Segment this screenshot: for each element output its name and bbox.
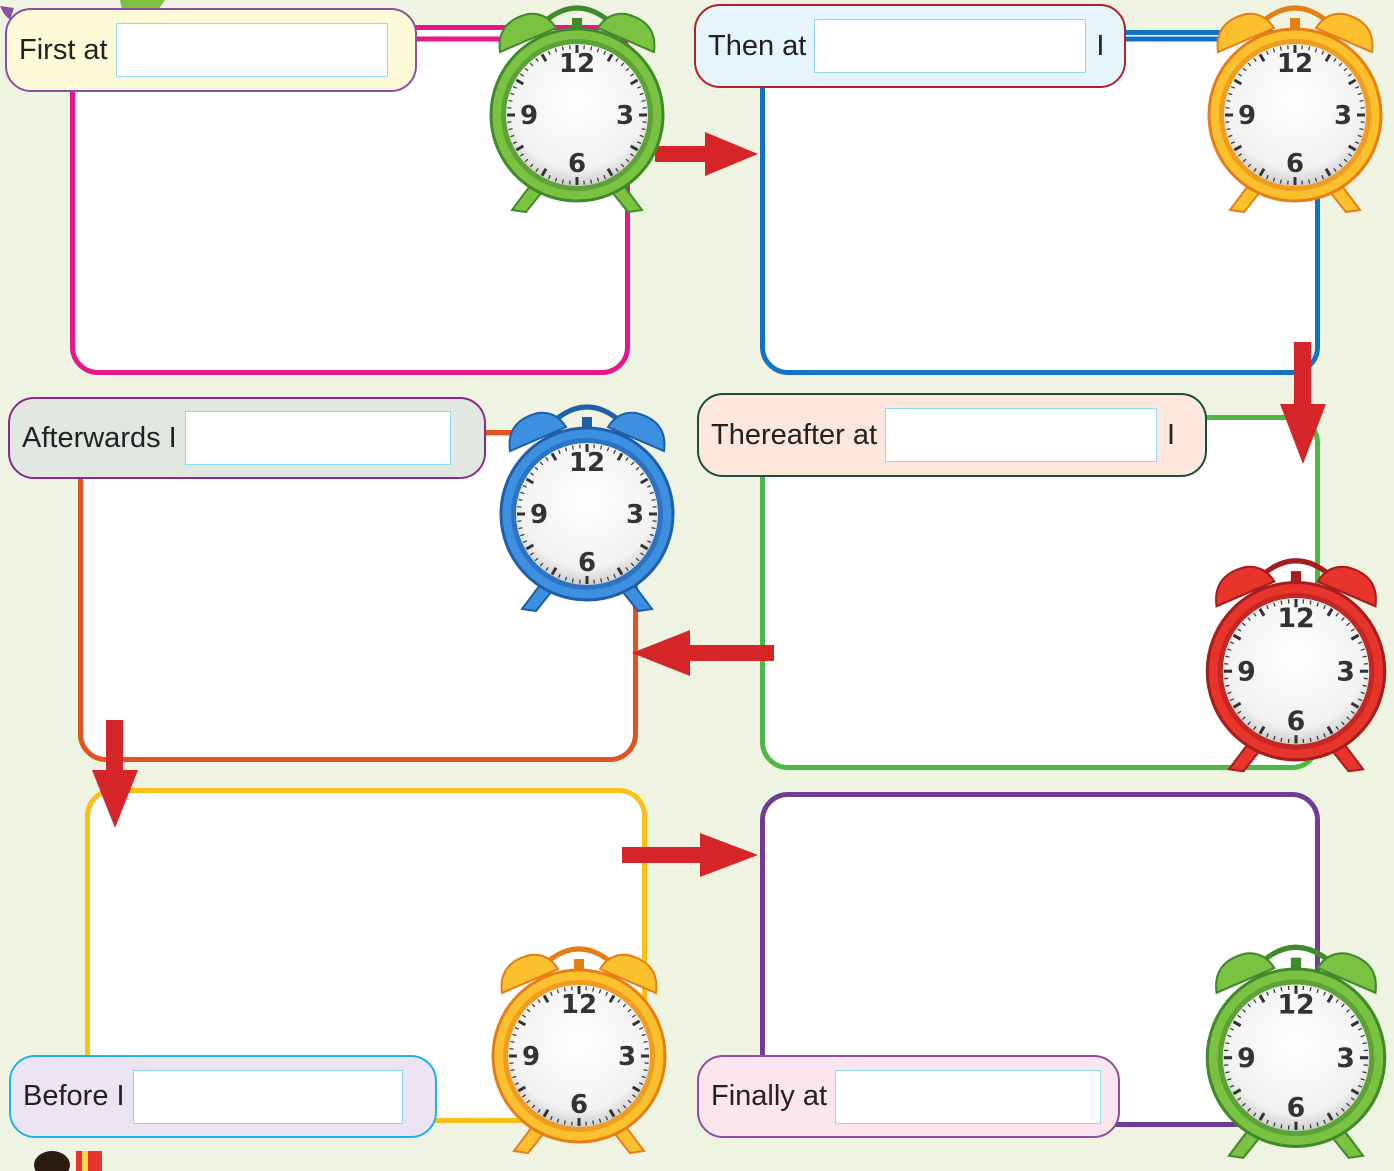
clock-number-3: 3 xyxy=(1336,1043,1355,1074)
prefix-text: First at xyxy=(19,33,108,66)
clock-number-3: 3 xyxy=(616,101,634,131)
connector-first xyxy=(410,36,510,42)
time-input-finally[interactable] xyxy=(835,1069,1102,1124)
alarm-clock-icon: 12 369 xyxy=(489,5,665,214)
clock-number-6: 6 xyxy=(1286,149,1304,179)
clock-number-12: 12 xyxy=(1277,603,1314,634)
clock-number-6: 6 xyxy=(568,149,586,179)
prefix-text: Then at xyxy=(708,29,807,62)
clock-number-3: 3 xyxy=(1334,101,1352,131)
arrow-down-icon xyxy=(1280,342,1326,464)
clock-number-9: 9 xyxy=(1237,657,1256,688)
clock-number-12: 12 xyxy=(1277,989,1314,1020)
clock-number-9: 9 xyxy=(520,101,538,131)
clock-number-9: 9 xyxy=(522,1042,540,1072)
arrow-down-icon xyxy=(92,720,138,828)
clock-number-6: 6 xyxy=(1287,706,1306,737)
alarm-clock-icon: 12 369 xyxy=(1207,5,1383,214)
clock-number-3: 3 xyxy=(1336,657,1355,688)
label-then: Then at I xyxy=(694,4,1126,88)
arrow-right-icon xyxy=(655,132,758,176)
prefix-text: Before I xyxy=(23,1080,125,1112)
suffix-text: I xyxy=(1096,29,1105,62)
clock-number-6: 6 xyxy=(570,1090,588,1120)
clock-number-12: 12 xyxy=(1277,49,1313,79)
suffix-text: I xyxy=(1167,418,1176,451)
alarm-clock-icon: 12 369 xyxy=(499,404,675,613)
label-before: Before I xyxy=(9,1055,437,1138)
connector-then xyxy=(1120,36,1220,42)
label-afterwards: Afterwards I xyxy=(8,397,486,479)
time-input-then[interactable] xyxy=(814,19,1087,73)
time-input-first[interactable] xyxy=(115,23,388,77)
clock-number-3: 3 xyxy=(618,1042,636,1072)
activity-input-afterwards[interactable] xyxy=(184,411,451,465)
child-figure-icon xyxy=(34,1151,102,1171)
alarm-clock-icon: 12 369 xyxy=(491,946,667,1155)
clock-number-9: 9 xyxy=(530,500,548,530)
arrow-left-icon xyxy=(632,630,774,676)
clock-number-12: 12 xyxy=(569,448,605,478)
label-thereafter: Thereafter at I xyxy=(697,393,1207,477)
clock-number-9: 9 xyxy=(1237,1043,1256,1074)
prefix-text: Thereafter at xyxy=(711,418,878,451)
clock-number-9: 9 xyxy=(1238,101,1256,131)
label-finally: Finally at xyxy=(697,1055,1120,1138)
clock-number-12: 12 xyxy=(561,990,597,1020)
clock-number-6: 6 xyxy=(1287,1093,1306,1124)
clock-number-3: 3 xyxy=(626,500,644,530)
activity-input-before[interactable] xyxy=(132,1069,403,1124)
prefix-text: Afterwards I xyxy=(22,421,177,454)
label-first: First at xyxy=(5,8,417,92)
arrow-right-icon xyxy=(622,833,758,877)
alarm-clock-icon: 12 369 xyxy=(1205,558,1387,773)
alarm-clock-icon: 12 369 xyxy=(1205,944,1387,1159)
clock-number-6: 6 xyxy=(578,548,596,578)
time-input-thereafter[interactable] xyxy=(885,408,1158,462)
prefix-text: Finally at xyxy=(711,1080,828,1112)
clock-number-12: 12 xyxy=(559,49,595,79)
